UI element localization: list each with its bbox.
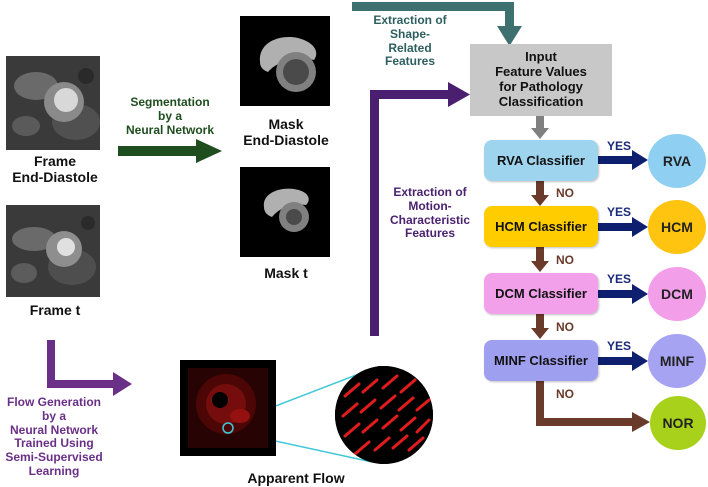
mask-t-label: Mask t — [264, 265, 308, 281]
mask-t-image — [240, 167, 330, 257]
shape-features-label: Extraction of Shape- Related Features — [373, 13, 447, 69]
input-feature-values-box: Input Feature Values for Pathology Class… — [470, 44, 612, 116]
mask-end-diastole-label: Mask End-Diastole — [243, 116, 329, 149]
flow-vectors-icon — [335, 366, 433, 464]
no-label-rva: NO — [556, 186, 574, 200]
yes-label-hcm: YES — [607, 205, 632, 219]
yes-label-dcm: YES — [607, 272, 632, 286]
minf-classifier-box: MINF Classifier — [484, 340, 598, 381]
frame-t-image — [6, 205, 100, 297]
flow-generation-arrow — [47, 340, 132, 396]
apparent-flow-label: Apparent Flow — [247, 470, 345, 486]
cardiac-mri-icon — [6, 56, 100, 150]
frame-end-diastole-label: Frame End-Diastole — [12, 153, 98, 186]
yes-arrow-minf — [598, 351, 648, 371]
nor-result-circle: NOR — [650, 396, 706, 450]
no-arrow-minf — [536, 381, 650, 432]
apparent-flow-image — [180, 360, 276, 456]
dcm-classifier-box: DCM Classifier — [484, 273, 598, 314]
hcm-result-circle: HCM — [648, 200, 706, 254]
dcm-result-circle: DCM — [648, 267, 706, 321]
motion-features-arrow — [370, 82, 470, 336]
no-arrow-hcm — [531, 247, 549, 272]
segmentation-label: Segmentation by a Neural Network — [125, 95, 215, 137]
segmentation-mask-icon — [240, 16, 330, 106]
minf-result-circle: MINF — [648, 334, 706, 388]
no-label-dcm: NO — [556, 320, 574, 334]
rva-classifier-box: RVA Classifier — [484, 140, 598, 181]
segmentation-mask-icon — [240, 167, 330, 257]
frame-end-diastole-image — [6, 56, 100, 150]
no-arrow-dcm — [531, 314, 549, 339]
flow-generation-label: Flow Generation by a Neural Network Trai… — [5, 395, 103, 478]
no-label-minf: NO — [556, 387, 574, 401]
no-arrow-rva — [531, 181, 549, 206]
frame-t-label: Frame t — [29, 302, 81, 318]
rva-result-circle: RVA — [648, 134, 706, 188]
segmentation-arrow — [118, 139, 222, 163]
mask-end-diastole-image — [240, 16, 330, 106]
yes-label-minf: YES — [607, 339, 632, 353]
cardiac-mri-icon — [6, 205, 100, 297]
hcm-classifier-box: HCM Classifier — [484, 206, 598, 247]
input-to-rva-arrow — [531, 116, 549, 139]
flow-field-icon — [180, 360, 276, 456]
flow-zoom-circle — [335, 366, 433, 464]
yes-arrow-rva — [598, 150, 648, 170]
motion-features-label: Extraction of Motion- Characteristic Fea… — [389, 185, 471, 241]
yes-label-rva: YES — [607, 139, 632, 153]
yes-arrow-hcm — [598, 217, 648, 237]
yes-arrow-dcm — [598, 284, 648, 304]
shape-features-arrow — [352, 2, 522, 46]
no-label-hcm: NO — [556, 253, 574, 267]
